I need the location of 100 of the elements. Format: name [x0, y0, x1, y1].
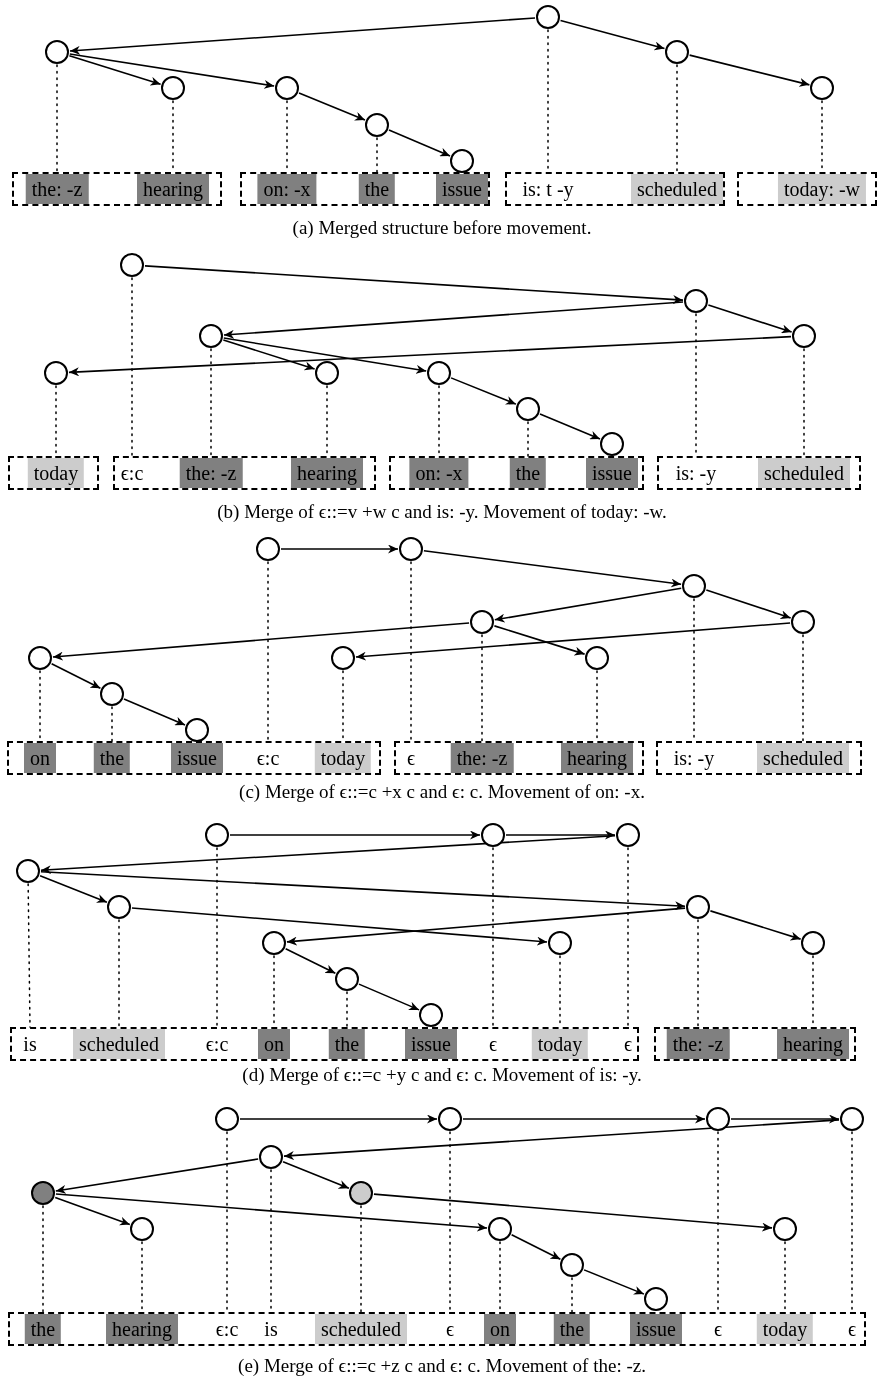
arrow: [131, 907, 548, 946]
arrow: [55, 1158, 259, 1194]
word-token: on: -x: [257, 174, 317, 204]
word-token: hearing: [137, 174, 209, 204]
dashed-group-box: [394, 741, 644, 775]
tree-node-circle: [682, 574, 706, 598]
word-token: is: t -y: [516, 174, 580, 204]
tree-node-circle: [438, 1107, 462, 1131]
tree-node-circle: [686, 895, 710, 919]
tree-node-circle: [644, 1287, 668, 1311]
tree-node-circle: [44, 361, 68, 385]
dashed-group-box: [657, 456, 861, 490]
word-token: scheduled: [73, 1029, 165, 1059]
dashed-group-box: [7, 741, 381, 775]
arrow: [52, 622, 470, 661]
tree-node-circle: [470, 610, 494, 634]
word-token: on: [24, 743, 56, 773]
word-token: ϵ:c: [209, 1314, 245, 1344]
word-token: ϵ:c: [250, 743, 286, 773]
tree-node-circle: [450, 149, 474, 173]
caption: (c) Merge of ϵ::=c +x c and ϵ: c. Movement of on: -x.: [239, 781, 645, 803]
dashed-group-box: [12, 172, 222, 206]
dashed-group-box: [656, 741, 862, 775]
word-token: hearing: [106, 1314, 178, 1344]
tree-node-circle: [16, 859, 40, 883]
arrow: [709, 910, 802, 941]
caption: (a) Merged structure before movement.: [292, 217, 592, 239]
dotted-line: [216, 847, 218, 1028]
arrow: [730, 1114, 840, 1124]
tree-node-circle: [792, 324, 816, 348]
arrow: [688, 54, 811, 87]
tree-node-circle: [419, 1003, 443, 1027]
dotted-line: [376, 137, 378, 173]
word-token: the: -z: [450, 743, 514, 773]
tree-node-circle: [548, 931, 572, 955]
word-token: the: [328, 1029, 366, 1059]
arrow: [222, 339, 316, 371]
arrow: [450, 377, 517, 405]
arrow: [505, 830, 616, 840]
arrow: [358, 983, 420, 1011]
arrow: [559, 19, 666, 51]
word-token: ϵ: [617, 1029, 639, 1059]
word-token: issue: [405, 1029, 457, 1059]
dotted-line: [449, 1131, 451, 1313]
dotted-line: [111, 706, 113, 742]
arrow: [298, 92, 366, 121]
arrow: [68, 335, 792, 377]
dotted-line: [697, 919, 699, 1028]
word-token: the: [509, 458, 547, 488]
dashed-group-box: [389, 456, 644, 490]
tree-node-circle: [31, 1181, 55, 1205]
dashed-group-box: [8, 456, 99, 490]
dashed-group-box: [505, 172, 725, 206]
tree-node-circle: [791, 610, 815, 634]
arrow: [510, 1234, 562, 1260]
tree-node-circle: [706, 1107, 730, 1131]
arrow: [282, 1161, 350, 1189]
dotted-line: [410, 561, 412, 742]
dashed-group-box: [10, 1027, 639, 1061]
tree-node-circle: [516, 397, 540, 421]
dotted-line: [481, 634, 483, 742]
arrow: [40, 835, 616, 875]
arrow: [69, 53, 275, 89]
arrow: [284, 947, 337, 975]
tree-node-circle: [585, 646, 609, 670]
arrow: [55, 1193, 488, 1232]
dotted-line: [676, 64, 678, 173]
tree-node-circle: [684, 289, 708, 313]
word-token: on: [258, 1029, 290, 1059]
dotted-line: [267, 561, 269, 742]
word-token: today: [756, 1314, 814, 1344]
word-token: is: -y: [669, 458, 723, 488]
dotted-line: [717, 1131, 719, 1313]
dotted-line: [360, 1205, 362, 1313]
word-token: is: -y: [667, 743, 721, 773]
tree-node-circle: [399, 537, 423, 561]
tree-node-circle: [45, 40, 69, 64]
dashed-group-box: [8, 1312, 866, 1346]
arrow: [144, 265, 684, 305]
tree-node-circle: [365, 113, 389, 137]
dotted-line: [346, 991, 348, 1028]
arrow: [68, 55, 162, 86]
dotted-line: [210, 348, 212, 457]
tree-node-circle: [840, 1107, 864, 1131]
tree-node-circle: [349, 1181, 373, 1205]
tree-node-circle: [161, 76, 185, 100]
tree-node-circle: [107, 895, 131, 919]
dashed-group-box: [737, 172, 877, 206]
word-token: ϵ: [439, 1314, 461, 1344]
arrow: [539, 413, 601, 440]
tree-node-circle: [801, 931, 825, 955]
tree-node-circle: [773, 1217, 797, 1241]
tree-node-circle: [130, 1217, 154, 1241]
tree-node-circle: [100, 682, 124, 706]
tree-node-circle: [315, 361, 339, 385]
arrow: [223, 337, 427, 374]
word-token: ϵ: [482, 1029, 504, 1059]
dashed-group-box: [654, 1027, 856, 1061]
dotted-line: [527, 421, 529, 457]
word-token: scheduled: [758, 458, 850, 488]
